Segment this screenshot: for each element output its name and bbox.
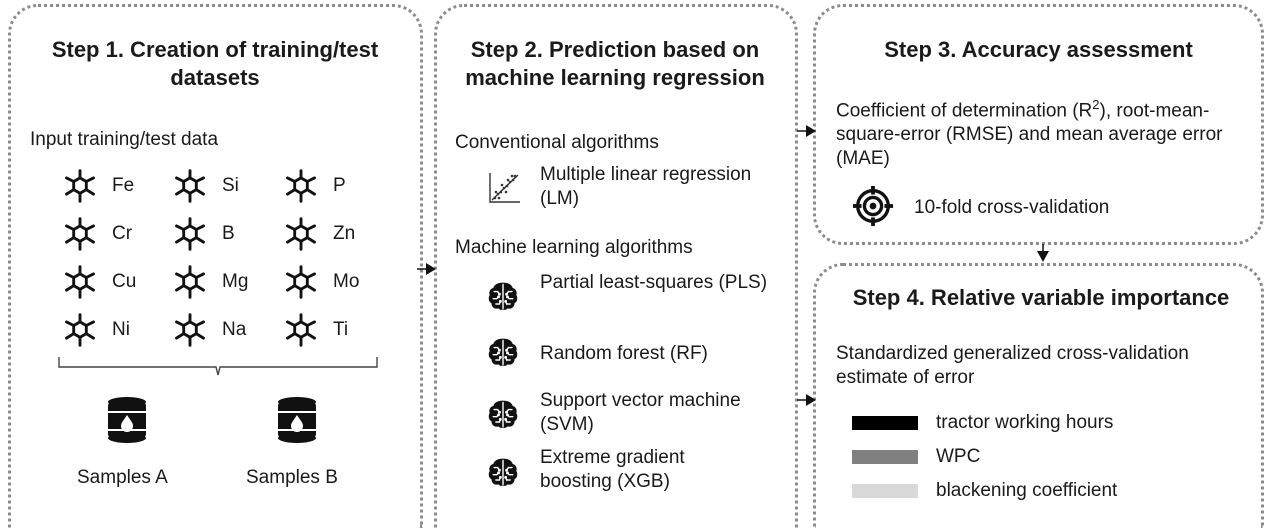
step1-input-label: Input training/test data [30, 129, 219, 150]
samples-a-label: Samples A [77, 467, 168, 488]
element-label: Cu [112, 271, 137, 292]
step1-title: Step 1. Creation of training/test datase… [51, 37, 379, 90]
molecule-icon [172, 216, 208, 252]
pls-brain-icon [487, 280, 519, 312]
element-label: Ni [112, 319, 130, 340]
rf-brain-icon [487, 336, 519, 368]
legend-label: WPC [936, 446, 981, 467]
element-label: Fe [112, 175, 135, 196]
legend-label: tractor working hours [936, 412, 1114, 433]
scatter-plot-icon [486, 170, 522, 206]
step3-title: Step 3. Accuracy assessment [884, 37, 1193, 62]
step3-description: Coefficient of determination (R2), root-… [836, 97, 1223, 170]
element-label: P [333, 175, 346, 196]
rf-label: Random forest (RF) [540, 343, 708, 364]
ml-label: Machine learning algorithms [455, 237, 693, 258]
molecule-icon [172, 264, 208, 300]
legend-swatch [852, 416, 918, 430]
xgb-brain-icon [487, 456, 519, 488]
element-label: Mo [333, 271, 360, 292]
molecule-icon [283, 168, 319, 204]
step4-title: Step 4. Relative variable importance [852, 285, 1230, 310]
samples-a-icon [105, 396, 149, 444]
step1-panel [8, 4, 423, 528]
molecule-icon [62, 168, 98, 204]
step4-panel [813, 263, 1264, 528]
arrow-step2-to-step4 [797, 394, 816, 406]
svm-brain-icon [487, 398, 519, 430]
grouping-brace [58, 357, 378, 376]
samples-b-label: Samples B [246, 467, 338, 488]
element-label: B [222, 223, 235, 244]
legend-swatch [852, 484, 918, 498]
arrow-step1-to-step2 [417, 263, 436, 275]
step2-title: Step 2. Prediction based on machine lear… [465, 37, 765, 90]
element-label: Zn [333, 223, 356, 244]
molecule-icon [283, 264, 319, 300]
molecule-icon [172, 168, 208, 204]
molecule-icon [62, 216, 98, 252]
legend-label: blackening coefficient [936, 480, 1118, 501]
molecule-icon [62, 312, 98, 348]
element-label: Ti [333, 319, 349, 340]
element-label: Na [222, 319, 247, 340]
target-icon [852, 185, 894, 227]
legend-swatch [852, 450, 918, 464]
molecule-icon [172, 312, 208, 348]
molecule-icon [62, 264, 98, 300]
pls-label: Partial least-squares (PLS) [540, 272, 768, 293]
lm-label: Multiple linear regression (LM) [540, 164, 752, 209]
step2-panel [434, 4, 798, 528]
element-label: Cr [112, 223, 133, 244]
arrow-step2-to-step3 [797, 125, 816, 137]
molecule-icon [283, 312, 319, 348]
molecule-icon [283, 216, 319, 252]
cv-label: 10-fold cross-validation [914, 197, 1110, 218]
conventional-label: Conventional algorithms [455, 132, 659, 153]
samples-b-icon [275, 396, 319, 444]
step4-description: Standardized generalized cross-validatio… [836, 343, 1189, 388]
xgb-label: Extreme gradient boosting (XGB) [540, 447, 685, 492]
element-label: Si [222, 175, 239, 196]
arrow-step3-to-step4 [1037, 244, 1049, 262]
svm-label: Support vector machine (SVM) [540, 390, 741, 435]
element-label: Mg [222, 271, 249, 292]
